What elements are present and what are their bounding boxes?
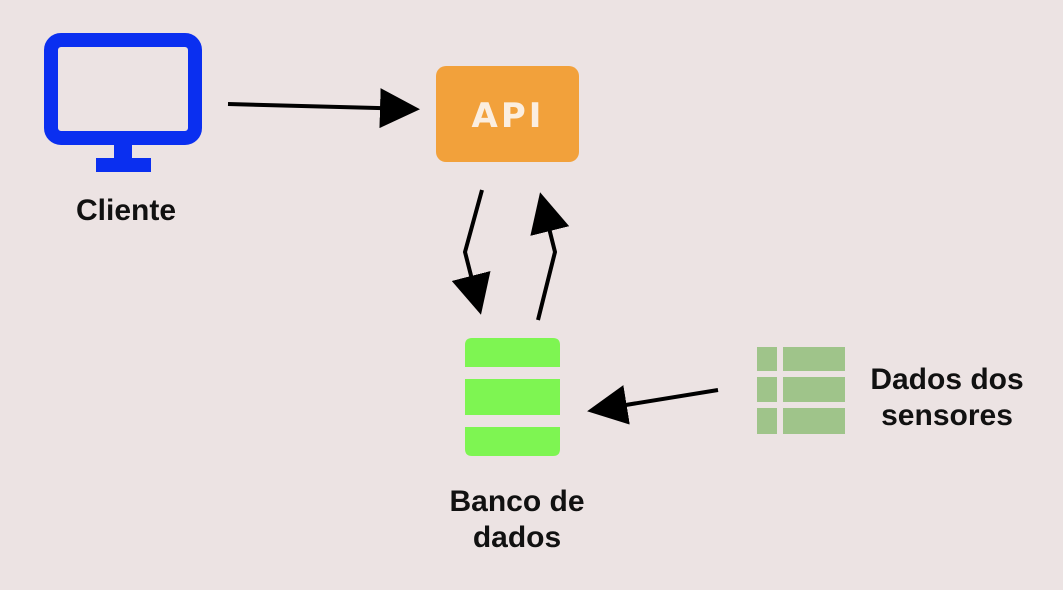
arrow-api-to-banco — [451, 189, 491, 315]
arrow-banco-to-api — [530, 192, 570, 321]
sensores-label-line1: Dados dos — [870, 363, 1024, 396]
banco-label-line1: Banco de — [449, 485, 585, 518]
banco-label-line2: dados — [472, 521, 562, 554]
api-node: API — [436, 66, 579, 162]
sensores-label: Dados dos sensores — [852, 362, 1042, 434]
monitor-icon — [44, 33, 202, 172]
api-label: API — [472, 96, 545, 136]
api-box — [436, 66, 579, 162]
arrow-cliente-to-api — [227, 88, 420, 129]
database-icon — [465, 338, 560, 456]
arrow-sensores-to-banco — [587, 385, 719, 425]
table-icon — [757, 347, 845, 434]
cliente-label: Cliente — [75, 194, 177, 227]
banco-label: Banco de dados — [432, 484, 602, 556]
sensores-label-line2: sensores — [881, 399, 1013, 432]
